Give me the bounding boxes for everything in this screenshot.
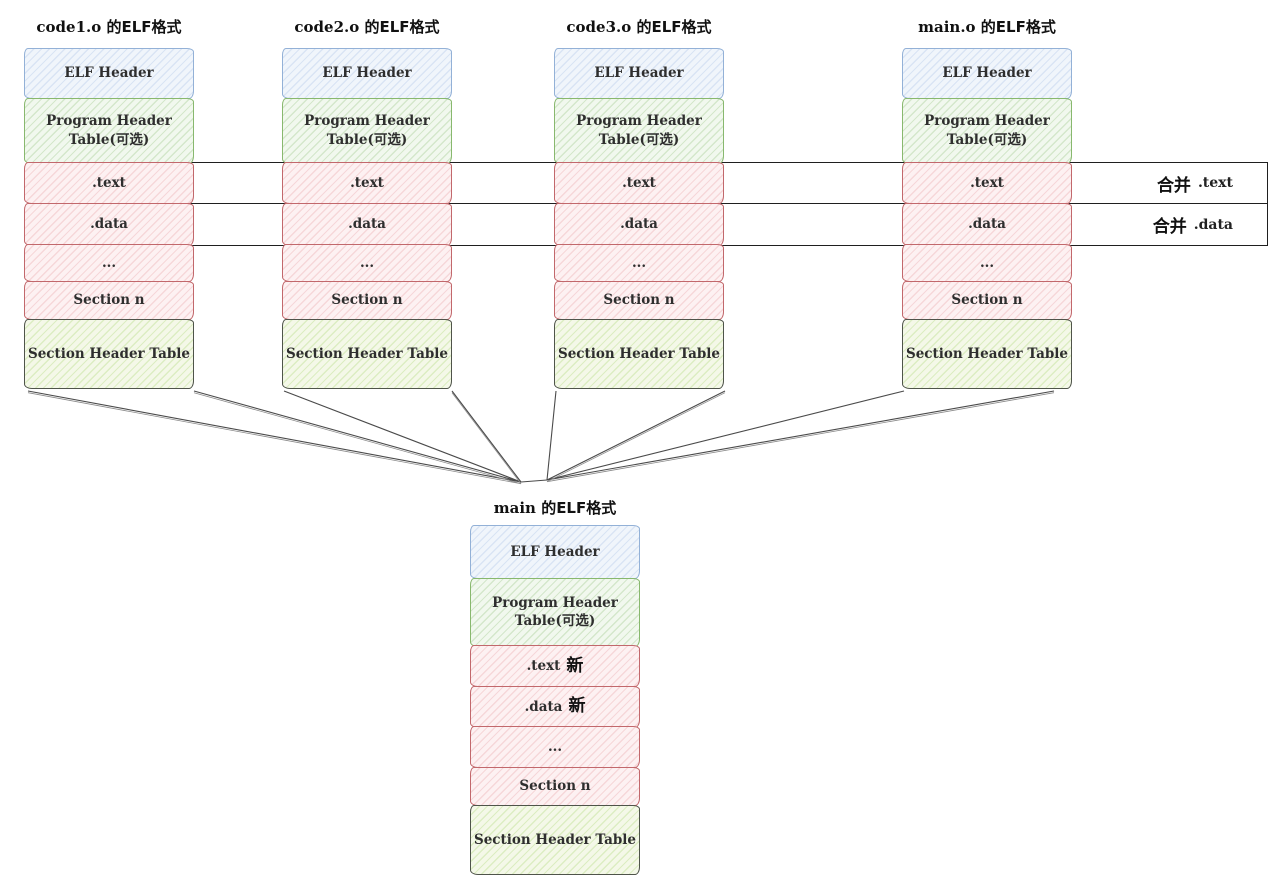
merge-text-label-cn: 合并 xyxy=(1156,175,1191,196)
column-title-code1: code1.o 的ELF格式 xyxy=(36,18,182,36)
program-header-table-box: Program Header Table(可选) xyxy=(902,97,1072,164)
section-header-table-box: Section Header Table xyxy=(470,804,640,875)
merge-text-label-code: .text xyxy=(1197,175,1233,191)
elf-header-box: ELF Header xyxy=(902,48,1072,99)
program-header-table-box: Program Header Table(可选) xyxy=(470,577,640,647)
section-n-box: Section n xyxy=(282,281,452,321)
section-n-box: Section n xyxy=(902,281,1072,321)
section-n-box: Section n xyxy=(554,281,724,321)
elf-column-maino: ELF Header Program Header Table(可选) .tex… xyxy=(902,48,1072,389)
elf-column-code2: ELF Header Program Header Table(可选) .tex… xyxy=(282,48,452,389)
text-section-box: .text xyxy=(282,162,452,205)
program-header-table-box: Program Header Table(可选) xyxy=(554,97,724,164)
text-section-box: .text xyxy=(902,162,1072,205)
section-header-table-box: Section Header Table xyxy=(554,318,724,389)
bottom-title-main: main 的ELF格式 xyxy=(493,499,617,517)
column-title-code3: code3.o 的ELF格式 xyxy=(566,18,712,36)
elf-column-code3: ELF Header Program Header Table(可选) .tex… xyxy=(554,48,724,389)
section-header-table-box: Section Header Table xyxy=(282,318,452,389)
elf-column-main-merged: ELF Header Program Header Table(可选) .tex… xyxy=(470,525,640,875)
merge-data-label-code: .data xyxy=(1193,216,1233,233)
data-section-box: .data xyxy=(554,202,724,246)
section-n-box: Section n xyxy=(24,281,194,321)
text-section-box: .text xyxy=(554,162,724,205)
merge-data-label-cn: 合并 xyxy=(1152,217,1187,237)
elf-header-box: ELF Header xyxy=(24,48,194,99)
column-title-maino: main.o 的ELF格式 xyxy=(918,18,1056,36)
elf-column-code1: ELF Header Program Header Table(可选) .tex… xyxy=(24,48,194,389)
section-header-table-box: Section Header Table xyxy=(902,318,1072,389)
ellipsis-section-box: ... xyxy=(554,244,724,283)
elf-header-box: ELF Header xyxy=(554,48,724,99)
ellipsis-section-box: ... xyxy=(470,726,640,769)
data-section-box: .data xyxy=(902,202,1072,246)
elf-header-box: ELF Header xyxy=(470,525,640,579)
ellipsis-section-box: ... xyxy=(282,244,452,283)
ellipsis-section-box: ... xyxy=(24,244,194,283)
column-title-code2: code2.o 的ELF格式 xyxy=(294,18,440,36)
new-badge: 新 xyxy=(566,655,584,676)
data-section-box: .data xyxy=(24,202,194,246)
program-header-table-box: Program Header Table(可选) xyxy=(282,97,452,164)
elf-header-box: ELF Header xyxy=(282,48,452,99)
new-badge: 新 xyxy=(568,696,586,717)
section-header-table-box: Section Header Table xyxy=(24,318,194,389)
section-n-box: Section n xyxy=(470,767,640,807)
ellipsis-section-box: ... xyxy=(902,244,1072,283)
text-section-box: .text xyxy=(24,162,194,205)
data-section-box: .data xyxy=(282,202,452,246)
program-header-table-box: Program Header Table(可选) xyxy=(24,97,194,164)
